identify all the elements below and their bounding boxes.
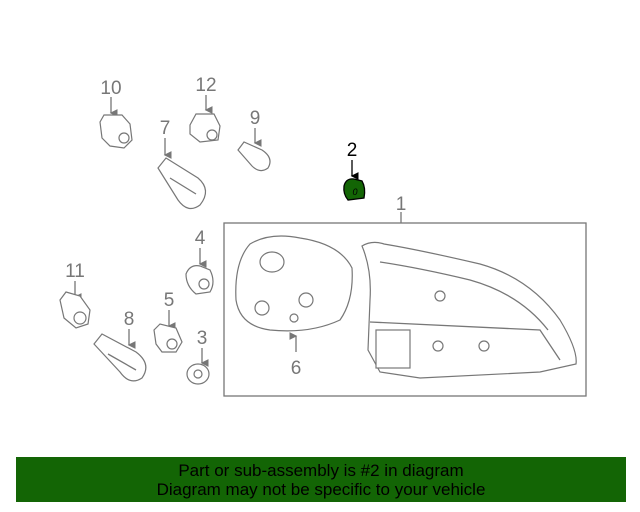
assembly-1-box (223, 222, 587, 397)
callout-8[interactable]: 8 (124, 309, 135, 330)
part-7-bulb[interactable] (157, 157, 207, 210)
part-1-housing[interactable] (361, 241, 577, 379)
svg-text:0: 0 (352, 187, 357, 197)
callout-12[interactable]: 12 (195, 75, 216, 96)
callout-2[interactable]: 2 (347, 140, 358, 161)
banner-line-1: Part or sub-assembly is #2 in diagram (178, 461, 464, 480)
callout-7[interactable]: 7 (160, 118, 171, 139)
callout-10[interactable]: 10 (100, 78, 121, 99)
part-4-socket[interactable] (185, 265, 214, 295)
callout-4[interactable]: 4 (195, 228, 206, 249)
callout-6[interactable]: 6 (291, 358, 302, 379)
callout-3[interactable]: 3 (197, 328, 208, 349)
info-banner: Part or sub-assembly is #2 in diagram Di… (16, 457, 626, 502)
callout-11[interactable]: 11 (65, 261, 85, 282)
part-11-socket[interactable] (59, 291, 91, 329)
banner-line-2: Diagram may not be specific to your vehi… (156, 480, 486, 499)
part-10-socket[interactable] (99, 114, 133, 149)
callout-9[interactable]: 9 (250, 108, 261, 129)
part-6-lens[interactable] (235, 235, 353, 332)
part-5-socket[interactable] (153, 323, 183, 353)
part-9-bulb[interactable] (237, 141, 271, 172)
part-8-bulb[interactable] (93, 333, 147, 382)
part-12-socket[interactable] (189, 113, 221, 143)
part-2-highlighted[interactable]: 0 (343, 178, 366, 201)
part-3-grommet[interactable] (186, 363, 210, 385)
callout-5[interactable]: 5 (164, 290, 175, 311)
callout-1[interactable]: 1 (396, 194, 407, 215)
leader-lines (73, 95, 402, 367)
